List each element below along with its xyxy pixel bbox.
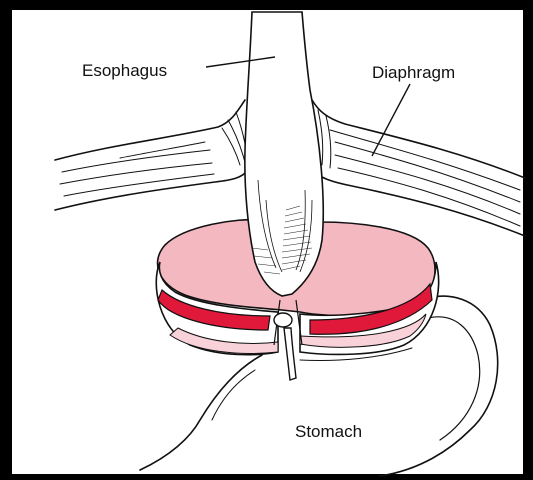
label-stomach: Stomach (295, 422, 362, 441)
label-esophagus: Esophagus (82, 61, 167, 80)
label-diaphragm: Diaphragm (372, 63, 455, 82)
